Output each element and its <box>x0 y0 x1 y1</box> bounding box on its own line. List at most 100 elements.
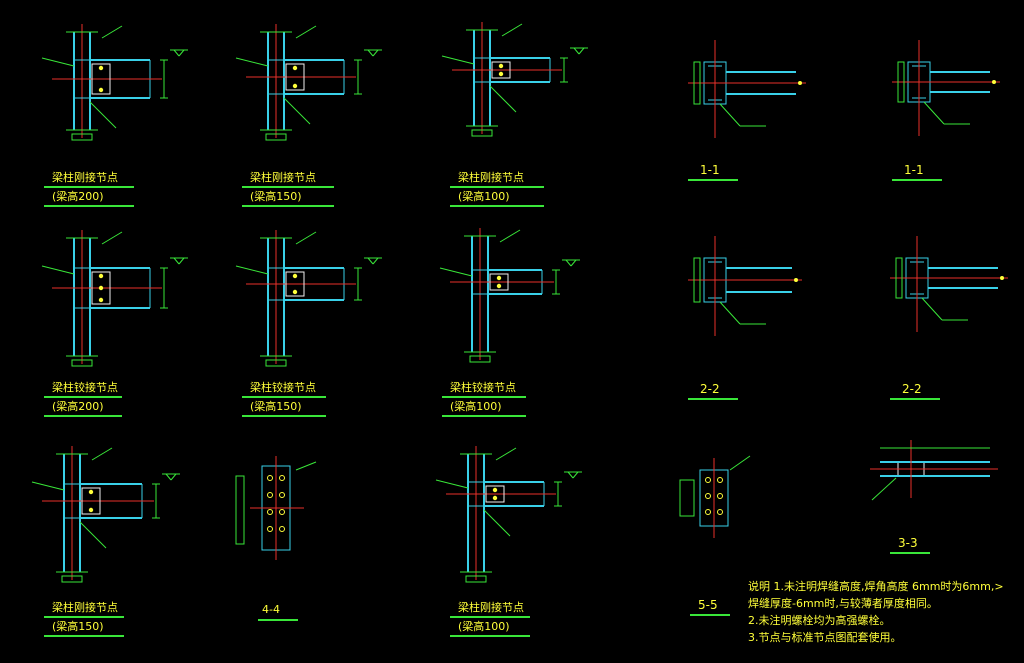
underline <box>44 616 124 618</box>
drawing-notes: 说明 1.未注明焊缝高度,焊角高度 6mm时为6mm,> 焊缝厚度-6mm时,与… <box>748 578 1004 646</box>
level-mark <box>178 49 185 57</box>
dim-box <box>679 479 695 517</box>
leader <box>89 101 117 129</box>
underline <box>242 186 334 188</box>
dim-box <box>897 61 905 103</box>
bolt <box>498 71 504 77</box>
leader <box>501 23 523 37</box>
leader <box>923 101 945 125</box>
leader <box>235 57 269 67</box>
leader <box>295 25 317 39</box>
shear-plate <box>485 485 505 503</box>
node-title-r3c3: 梁柱刚接节点 <box>458 601 524 614</box>
leader <box>719 103 741 127</box>
underline <box>242 415 326 417</box>
marker <box>798 81 802 85</box>
underline <box>450 616 530 618</box>
underline <box>242 396 326 398</box>
underline <box>44 635 124 637</box>
level-mark <box>570 259 577 267</box>
bolt <box>267 475 273 481</box>
bolt <box>292 289 298 295</box>
level-mark <box>578 47 585 55</box>
base-mark <box>469 355 491 363</box>
level-mark <box>573 47 580 55</box>
shear-plate <box>491 61 511 79</box>
shear-plate <box>285 271 305 297</box>
leader <box>101 25 123 39</box>
bolt <box>717 493 723 499</box>
node-subtitle-r1c2: (梁高150) <box>250 190 302 203</box>
marker <box>992 80 996 84</box>
underline <box>688 179 738 181</box>
bolt <box>279 509 285 515</box>
leader <box>295 461 317 471</box>
dim-box <box>895 257 903 299</box>
leader <box>439 267 473 277</box>
section-2-2-label-b: 2-2 <box>902 382 922 396</box>
level-mark <box>367 49 374 57</box>
bolt <box>98 273 104 279</box>
base-mark <box>471 129 493 137</box>
underline <box>44 415 122 417</box>
leader <box>495 447 517 461</box>
section-1-1-label-a: 1-1 <box>700 163 720 177</box>
base-mark <box>71 133 93 141</box>
level-mark <box>565 259 572 267</box>
node-title-r1c3: 梁柱刚接节点 <box>458 171 524 184</box>
node-subtitle-r2c2: (梁高150) <box>250 400 302 413</box>
bolt <box>267 526 273 532</box>
bolt <box>717 477 723 483</box>
underline <box>450 635 530 637</box>
node-subtitle-r1c3: (梁高100) <box>458 190 510 203</box>
level-mark <box>170 473 177 481</box>
underline <box>44 205 134 207</box>
leader <box>499 229 521 243</box>
level-mark <box>367 257 374 265</box>
base-mark <box>61 575 83 583</box>
node-subtitle-r3c3: (梁高100) <box>458 620 510 633</box>
bolt <box>88 507 94 513</box>
note-line-1: 说明 1.未注明焊缝高度,焊角高度 6mm时为6mm,> <box>748 580 1004 593</box>
level-mark <box>178 257 185 265</box>
shear-plate <box>285 63 305 91</box>
bolt <box>292 83 298 89</box>
leader <box>295 231 317 245</box>
underline <box>450 186 544 188</box>
leader <box>235 265 269 275</box>
underline <box>442 396 526 398</box>
marker <box>794 278 798 282</box>
level-mark <box>173 49 180 57</box>
level-mark <box>165 473 172 481</box>
note-line-2: 焊缝厚度-6mm时,与较薄者厚度相同。 <box>748 597 938 610</box>
section-3-3-label: 3-3 <box>898 536 918 550</box>
leader <box>871 477 897 501</box>
bolt <box>98 297 104 303</box>
leader <box>101 231 123 245</box>
marker <box>1000 276 1004 280</box>
note-line-4: 3.节点与标准节点图配套使用。 <box>748 631 902 644</box>
bolt <box>498 63 504 69</box>
leader <box>41 265 75 275</box>
leader <box>435 479 469 489</box>
underline <box>450 205 544 207</box>
node-title-r2c1: 梁柱铰接节点 <box>52 381 118 394</box>
level-mark <box>567 471 574 479</box>
leader <box>283 97 311 125</box>
leader <box>729 455 751 471</box>
underline <box>258 619 298 621</box>
leader <box>483 509 511 537</box>
underline <box>442 415 526 417</box>
leader <box>41 57 75 67</box>
section-2-2-label-a: 2-2 <box>700 382 720 396</box>
leader <box>79 521 107 549</box>
bolt <box>292 273 298 279</box>
bolt <box>496 283 502 289</box>
bolt <box>705 493 711 499</box>
bolt <box>705 509 711 515</box>
node-title-r2c3: 梁柱铰接节点 <box>450 381 516 394</box>
bolt <box>279 475 285 481</box>
shear-plate <box>91 63 111 95</box>
